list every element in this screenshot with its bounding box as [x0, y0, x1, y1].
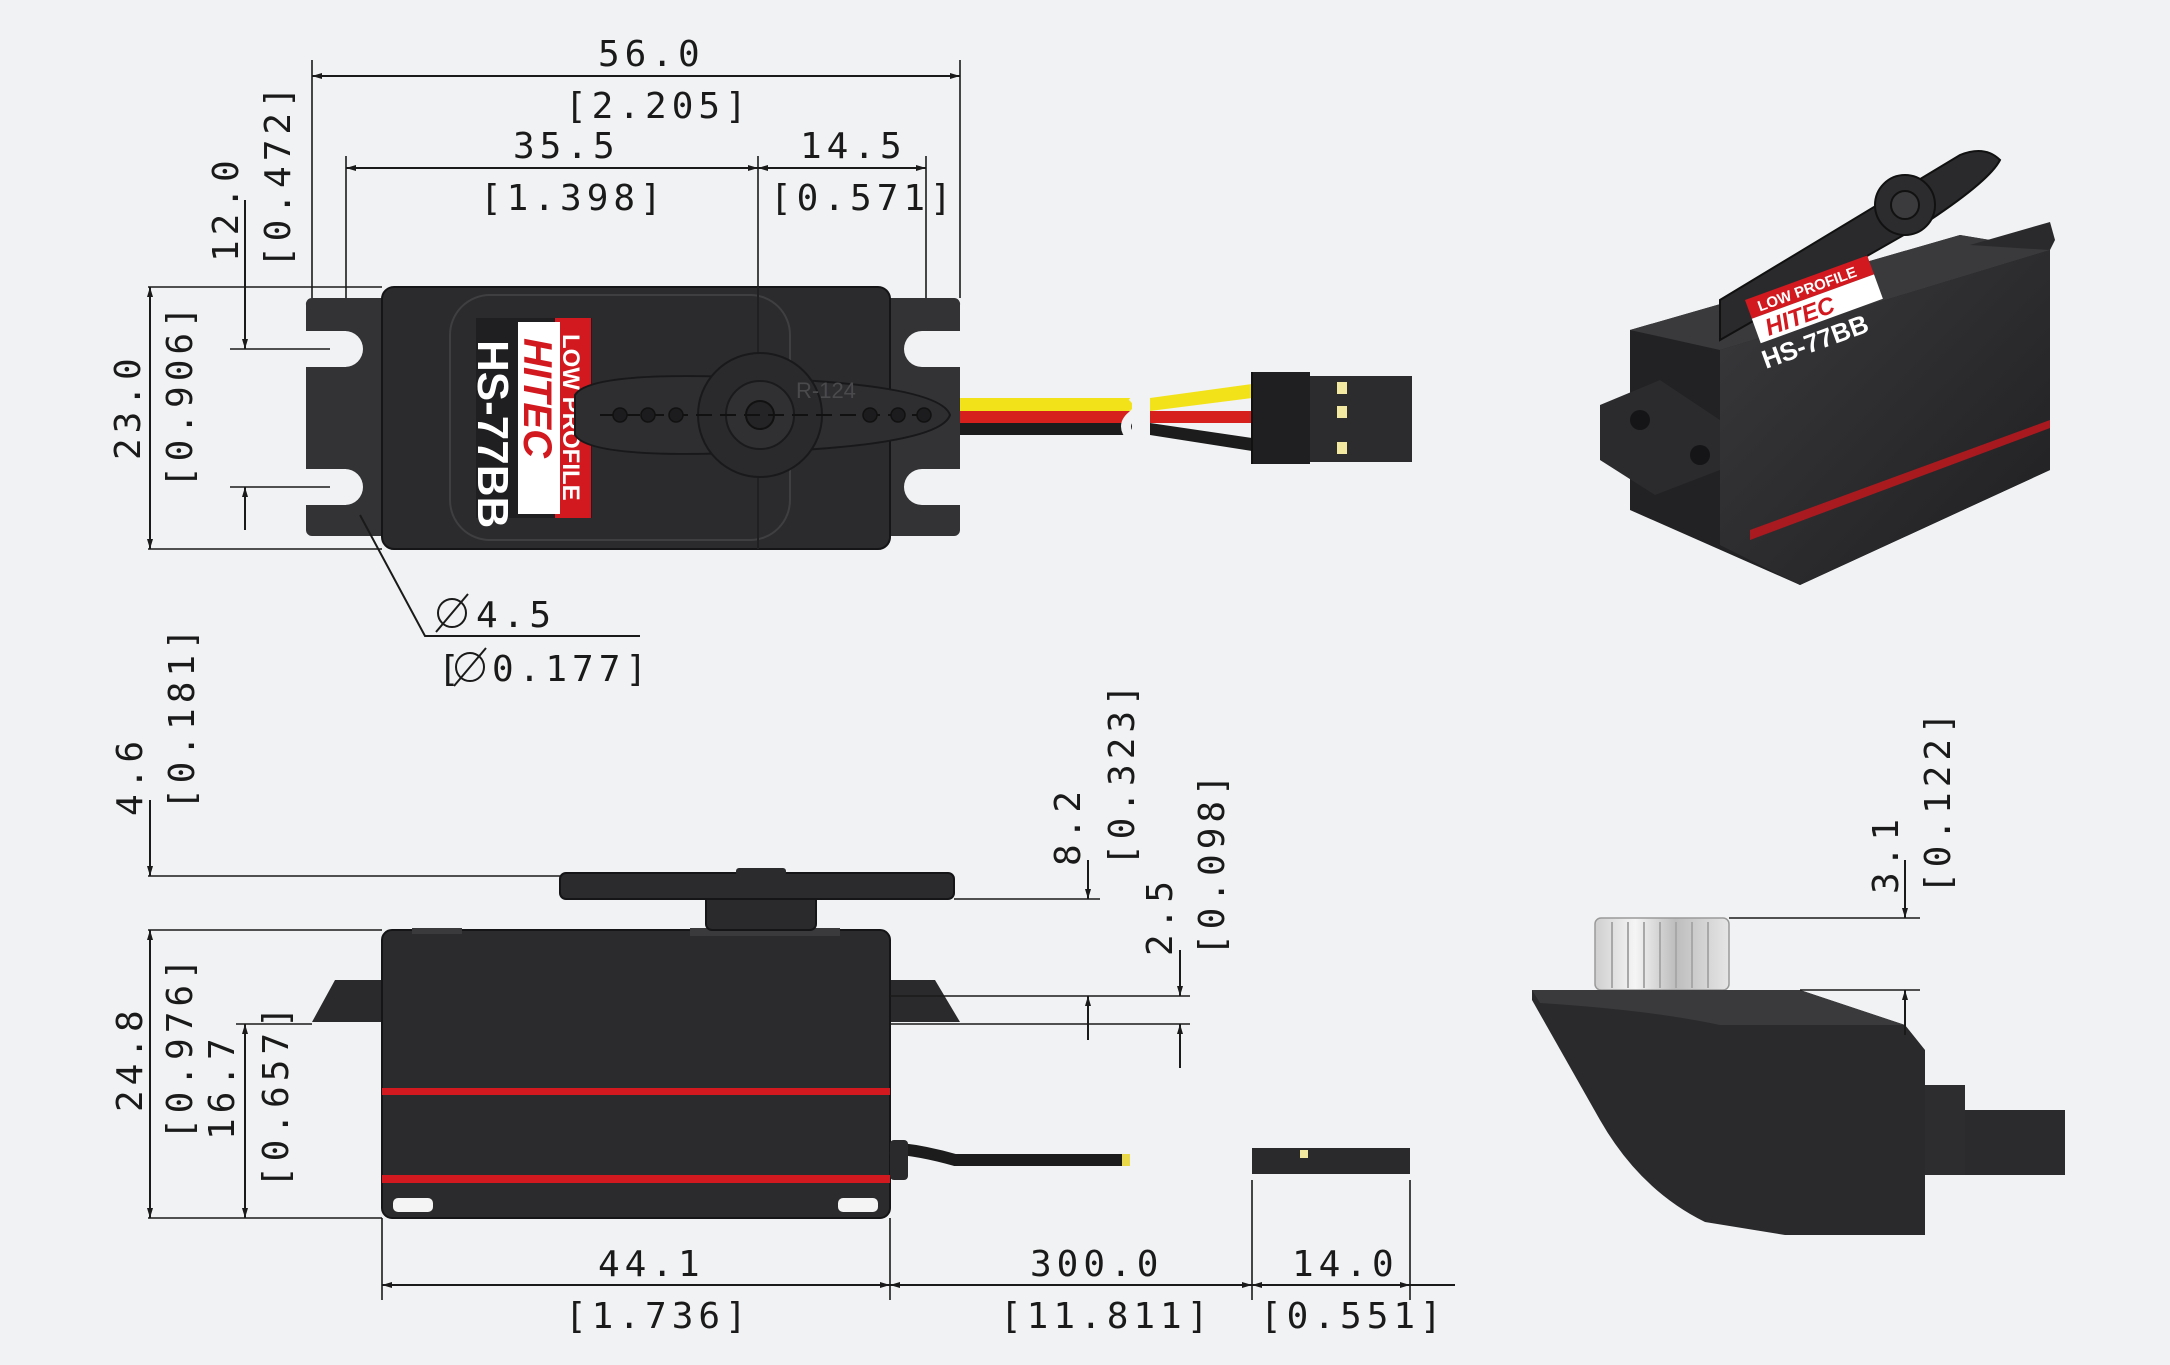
red-stripe-top — [382, 1088, 890, 1095]
servo-lead-side — [889, 1142, 1130, 1166]
dim-spline-height-in: [0.122] — [1918, 707, 1959, 894]
servo-horn-side — [559, 872, 955, 900]
dim-shaft-height: 8.2 — [1048, 786, 1089, 866]
dim-flange-thickness: 2.5 — [1140, 876, 1181, 956]
brand-label: HITEC — [515, 338, 559, 459]
horn-holes — [612, 407, 932, 423]
dim-overall-height-in: [0.976] — [160, 953, 201, 1140]
end-connector — [1925, 1085, 1965, 1175]
servo-end-profile — [1532, 990, 1925, 1235]
isometric-view: LOW PROFILE HITEC HS-77BB — [1600, 150, 2055, 585]
top-view-extension-lines — [148, 60, 961, 550]
dim-horn-height-in: [0.181] — [162, 623, 203, 810]
dim-flange-height-in: [0.657] — [256, 1001, 297, 1188]
dim-flange-thickness-in: [0.098] — [1192, 769, 1233, 956]
dim-body-to-shaft: 35.5 — [513, 126, 620, 167]
dim-overall-width: 56.0 — [598, 34, 705, 75]
dim-flange-height: 16.7 — [202, 1033, 243, 1140]
red-stripe-bottom — [382, 1175, 890, 1183]
dim-overall-width-in: [2.205] — [565, 86, 752, 127]
diameter-symbol — [435, 593, 487, 687]
top-view: HS-77BB HITEC LOW PROFILE R-124 — [108, 34, 1412, 690]
end-view: 3.1 [0.122] — [1532, 707, 2065, 1235]
iso-label: LOW PROFILE HITEC HS-77BB — [1745, 255, 1883, 375]
dim-connector-length: 14.0 — [1292, 1244, 1399, 1285]
leader-hole-diameter — [359, 514, 640, 637]
dim-shaft-height-in: [0.323] — [1102, 679, 1143, 866]
dim-hole-diameter: 4.5 — [476, 595, 556, 636]
servo-lead-top — [960, 384, 1252, 451]
dim-hole-diameter-in: 0.177] — [492, 649, 652, 690]
dim-overall-depth-in: [0.906] — [160, 301, 201, 488]
connector-plug-side — [1252, 1148, 1410, 1174]
dim-connector-length-in: [0.551] — [1260, 1296, 1447, 1337]
dim-overall-depth: 23.0 — [108, 353, 149, 460]
model-label: HS-77BB — [468, 340, 517, 528]
dim-shaft-to-end-in: [0.571] — [770, 178, 957, 219]
dim-spline-height: 3.1 — [1866, 814, 1907, 894]
side-view: 4.6 [0.181] 24.8 [0.976] 16.7 [0.657] 8.… — [110, 623, 1455, 1337]
dim-lead-length-in: [11.811] — [1000, 1296, 1213, 1337]
dim-shaft-to-end: 14.5 — [800, 126, 907, 167]
dim-body-to-shaft-in: [1.398] — [480, 178, 667, 219]
dim-body-length-in: [1.736] — [565, 1296, 752, 1337]
dim-hole-offset: 12.0 — [206, 155, 247, 262]
dim-hole-offset-in: [0.472] — [258, 81, 299, 268]
dim-overall-height: 24.8 — [110, 1005, 151, 1112]
horn-marking: R-124 — [796, 378, 856, 403]
dim-hole-diameter-in-open: [ — [438, 649, 465, 690]
dim-lead-length: 300.0 — [1030, 1244, 1163, 1285]
dim-horn-height: 4.6 — [110, 736, 151, 816]
servo-case-side — [381, 929, 891, 1219]
connector-plug-top — [1251, 372, 1412, 464]
dim-body-length: 44.1 — [598, 1244, 705, 1285]
